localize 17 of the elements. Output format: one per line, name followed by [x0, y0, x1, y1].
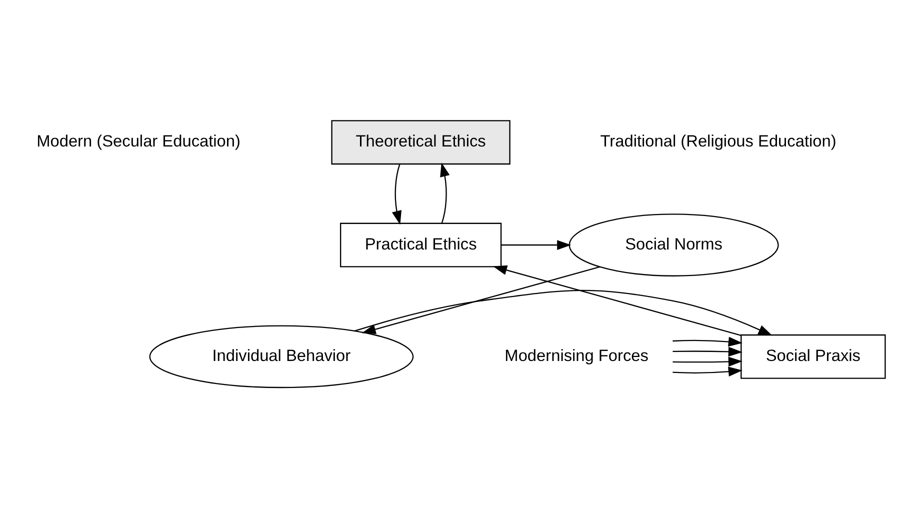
arrow [440, 162, 450, 223]
node-ellipse: Social Norms [568, 213, 779, 276]
label: Traditional (Religious Education) [600, 132, 836, 150]
arrow [392, 164, 402, 224]
arrow [354, 289, 772, 336]
arrow [492, 264, 742, 336]
label: Modern (Secular Education) [36, 132, 240, 150]
arrow [672, 346, 743, 356]
arrow [501, 240, 572, 250]
node-box: Practical Ethics [340, 222, 502, 267]
arrow [362, 266, 600, 334]
arrow [672, 366, 742, 376]
arrow [672, 356, 743, 366]
node-box: Social Praxis [740, 334, 886, 378]
node-box: Theoretical Ethics [331, 120, 510, 164]
arrow [672, 336, 742, 346]
node-text: Modernising Forces [504, 346, 648, 365]
